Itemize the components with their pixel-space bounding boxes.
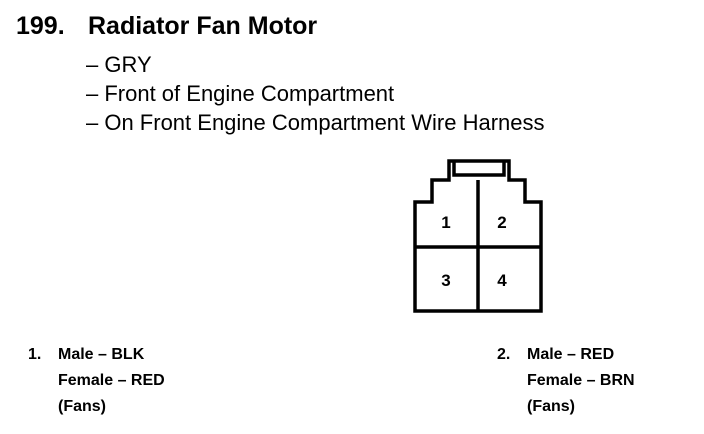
pin-1-index: 1. [28, 346, 42, 363]
component-number: 199. [16, 12, 65, 40]
connector-diagram: 1 2 3 4 [413, 159, 543, 313]
pin-2-female-wire: Female – BRN [527, 372, 635, 389]
connector-cell-3: 3 [441, 271, 450, 290]
pin-2-male-wire: Male – RED [527, 346, 615, 363]
pin-1-description: 1. Male – BLK Female – RED (Fans) [28, 342, 165, 420]
connector-housing [413, 159, 543, 313]
component-details: – GRY – Front of Engine Compartment – On… [86, 50, 545, 137]
pin-1-note: (Fans) [58, 398, 106, 415]
pin-1-female-wire: Female – RED [58, 372, 165, 389]
pin-2-index: 2. [497, 346, 511, 363]
connector-cell-4: 4 [497, 271, 507, 290]
detail-color: – GRY [86, 52, 152, 77]
component-heading: 199. Radiator Fan Motor [16, 12, 317, 41]
pin-1-male-wire: Male – BLK [58, 346, 145, 363]
connector-cell-2: 2 [497, 213, 506, 232]
pin-2-description: 2. Male – RED Female – BRN (Fans) [497, 342, 635, 420]
detail-location: – Front of Engine Compartment [86, 81, 395, 106]
detail-harness: – On Front Engine Compartment Wire Harne… [86, 110, 545, 135]
connector-cell-1: 1 [441, 213, 450, 232]
pin-2-note: (Fans) [527, 398, 575, 415]
component-title: Radiator Fan Motor [88, 12, 318, 40]
